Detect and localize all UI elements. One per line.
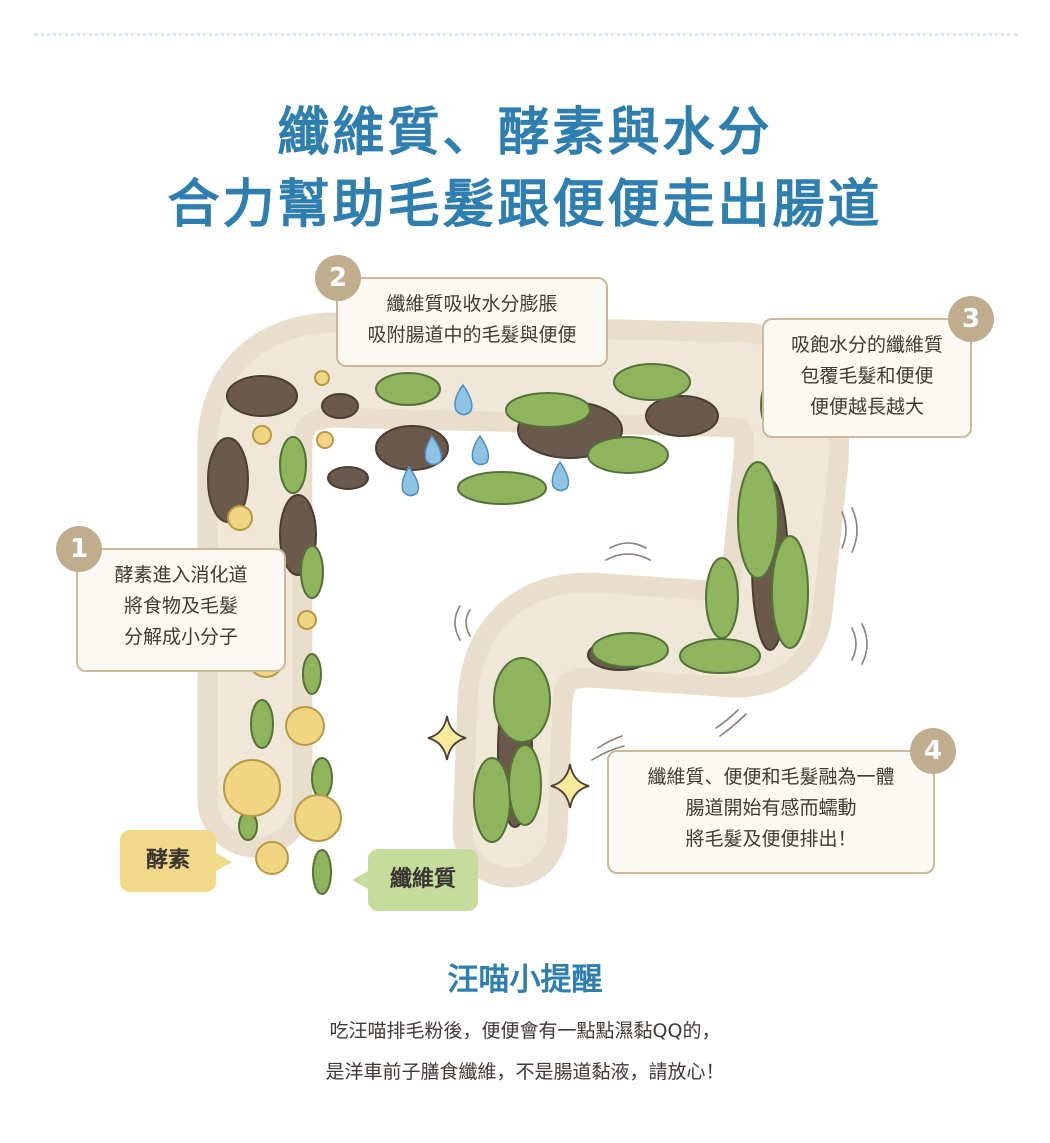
enzyme-label-tag: 酵素 — [120, 830, 216, 892]
step-2-callout: 纖維質吸收水分膨脹 吸附腸道中的毛髮與便便 — [336, 277, 608, 367]
enzyme-tag-pointer — [214, 852, 232, 872]
fiber-group — [238, 363, 809, 895]
tip-line-1: 吃汪喵排毛粉後，便便會有一點點濕黏QQ的， — [329, 1020, 721, 1042]
step-2-line-2: 吸附腸道中的毛髮與便便 — [367, 324, 577, 346]
water-drop-group — [401, 383, 570, 497]
step-4-line-3: 將毛髮及便便排出！ — [685, 828, 857, 850]
step-1-line-3: 分解成小分子 — [123, 626, 238, 648]
step-1-line-2: 將食物及毛髮 — [123, 595, 238, 617]
step-4-badge: 4 — [910, 728, 956, 774]
step-3-line-1: 吸飽水分的纖維質 — [790, 334, 943, 356]
step-3-line-2: 包覆毛髮和便便 — [800, 365, 934, 387]
page-title-line-1: 纖維質、酵素與水分 — [277, 103, 773, 163]
sparkle-group — [427, 715, 590, 809]
step-3-badge: 3 — [948, 296, 994, 342]
step-1-badge: 1 — [56, 526, 102, 572]
step-4-line-1: 纖維質、便便和毛髮融為一體 — [647, 766, 895, 788]
step-2-line-1: 纖維質吸收水分膨脹 — [386, 293, 558, 315]
step-4-callout: 纖維質、便便和毛髮融為一體 腸道開始有感而蠕動 將毛髮及便便排出！ — [607, 750, 935, 874]
step-2-badge: 2 — [315, 255, 361, 301]
top-dotted-divider — [34, 33, 1018, 36]
step-3-line-3: 便便越長越大 — [809, 396, 924, 418]
motion-marks — [454, 507, 868, 761]
fiber-tag-pointer — [352, 870, 370, 890]
tip-line-2: 是洋車前子膳食纖維，不是腸道黏液，請放心！ — [325, 1061, 725, 1083]
step-4-line-2: 腸道開始有感而蠕動 — [685, 797, 857, 819]
page-title-line-2: 合力幫助毛髮跟便便走出腸道 — [167, 175, 883, 235]
step-1-callout: 酵素進入消化道 將食物及毛髮 分解成小分子 — [76, 548, 286, 672]
tip-title: 汪喵小提醒 — [447, 962, 603, 998]
fiber-label-tag: 纖維質 — [368, 849, 478, 911]
step-1-line-1: 酵素進入消化道 — [114, 564, 248, 586]
step-3-callout: 吸飽水分的纖維質 包覆毛髮和便便 便便越長越大 — [762, 318, 972, 438]
